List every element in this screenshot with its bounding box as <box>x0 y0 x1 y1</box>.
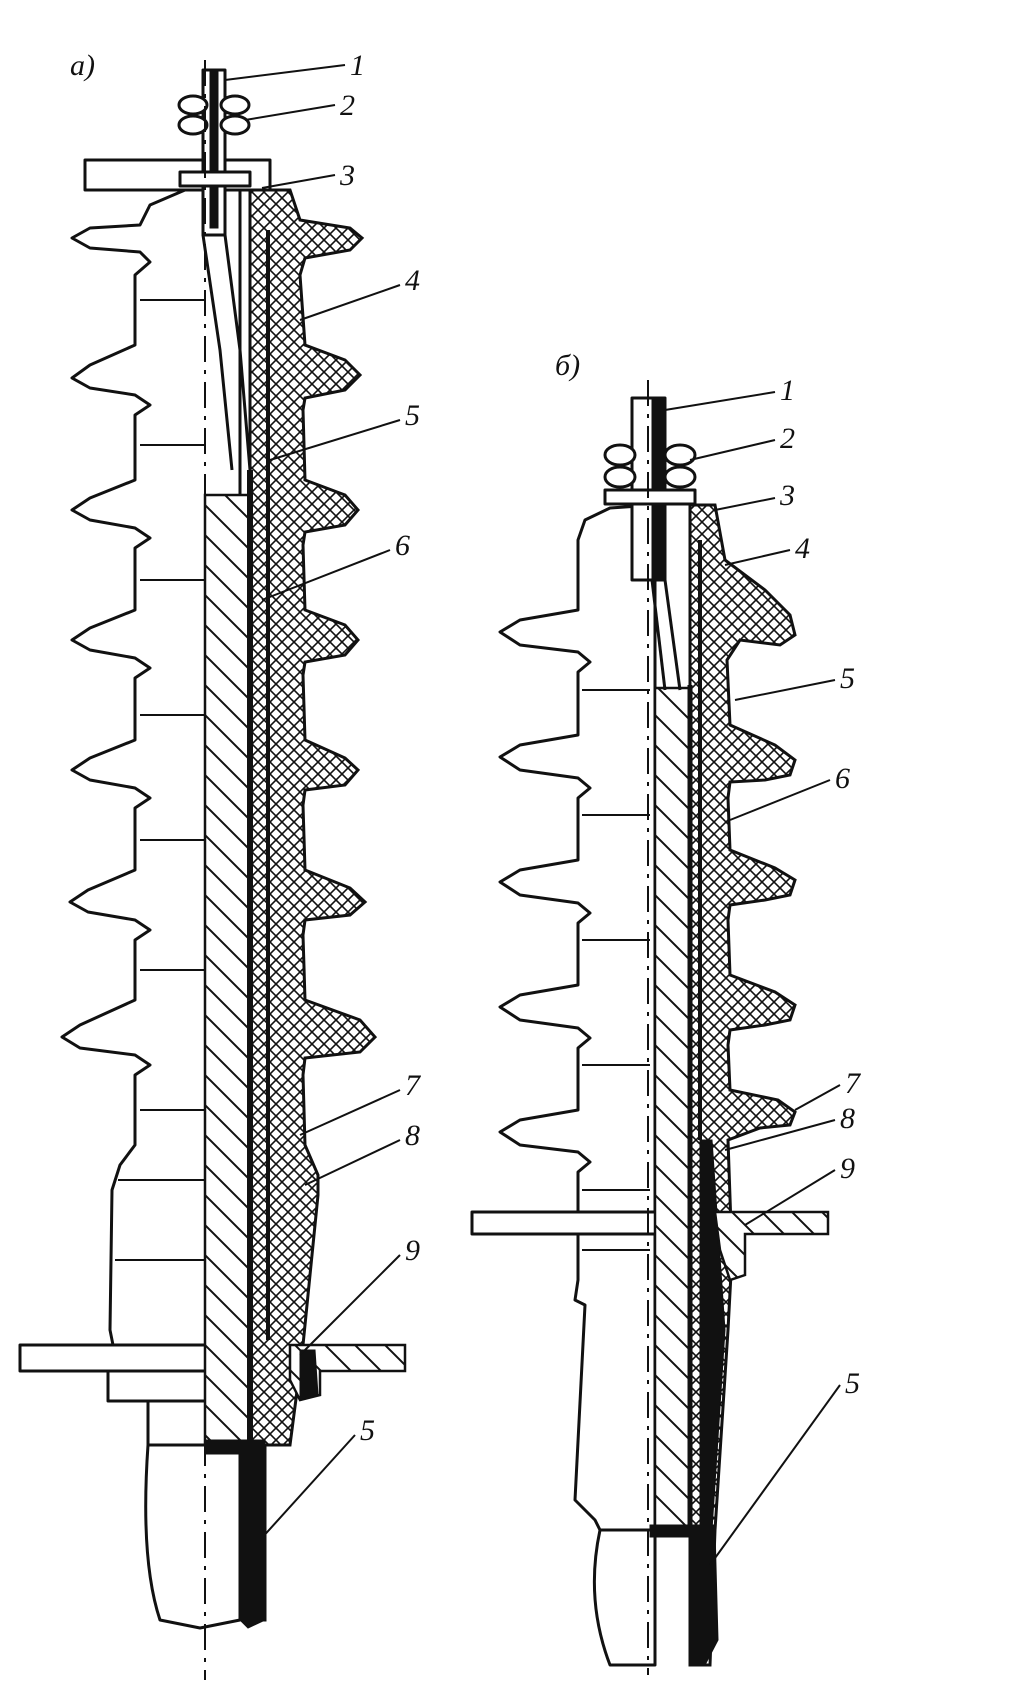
panel-a-callout-1: 1 <box>350 49 365 82</box>
panel-a-callouts: 1 2 3 4 5 6 7 8 9 5 <box>339 49 422 1447</box>
panel-b-porcelain-outline <box>498 503 657 1532</box>
panel-a-label: а) <box>70 49 95 82</box>
panel-a-callout-7: 7 <box>405 1069 422 1102</box>
panel-b-bottom-cap <box>592 1528 657 1667</box>
panel-b-callout-6: 6 <box>835 762 850 795</box>
panel-b-conductor-section <box>653 686 692 1532</box>
panel-b-lower-seal <box>699 1139 726 1531</box>
panel-b-callout-8: 8 <box>840 1102 855 1135</box>
panel-a-flange-right <box>288 1343 407 1402</box>
panel-a-rib-lines <box>115 299 205 1261</box>
panel-a: а) 1 2 3 4 5 6 7 8 9 5 <box>18 49 422 1680</box>
panel-a-callout-6: 6 <box>395 529 410 562</box>
panel-a-leaders <box>224 64 401 1541</box>
panel-a-nuts <box>177 94 252 188</box>
panel-b-gasket <box>649 1524 716 1538</box>
panel-b-flange-right <box>713 1210 830 1282</box>
panel-a-conductor-section <box>203 493 252 1447</box>
panel-b-label: б) <box>555 349 580 382</box>
panel-b-callout-9: 9 <box>840 1152 855 1185</box>
panel-b-callout-2: 2 <box>780 422 795 455</box>
panel-a-callout-9: 9 <box>405 1234 420 1267</box>
panel-b: б) 1 2 3 4 5 6 7 8 9 5 <box>470 349 862 1675</box>
panel-b-callout-7: 7 <box>845 1067 862 1100</box>
panel-a-insulation-section <box>248 188 378 1622</box>
panel-a-callout-3: 3 <box>339 159 355 192</box>
panel-b-bottom-seal <box>689 1529 719 1666</box>
panel-b-callout-3: 3 <box>779 479 795 512</box>
panel-a-callout-8: 8 <box>405 1119 420 1152</box>
panel-a-bottom-cap <box>144 1443 242 1630</box>
panel-b-flange-left <box>470 1210 659 1236</box>
panel-b-callout-5b: 5 <box>845 1367 860 1400</box>
panel-a-bottom-seal <box>239 1444 266 1629</box>
panel-b-callout-1: 1 <box>780 374 795 407</box>
panel-b-callout-5: 5 <box>840 662 855 695</box>
panel-a-callout-4: 4 <box>405 264 420 297</box>
panel-a-porcelain-outline <box>60 183 242 1447</box>
panel-b-nuts <box>603 443 697 506</box>
panel-a-callout-2: 2 <box>340 89 355 122</box>
panel-a-callout-5: 5 <box>405 399 420 432</box>
panel-b-callouts: 1 2 3 4 5 6 7 8 9 5 <box>779 374 862 1400</box>
panel-b-leaders <box>664 391 841 1566</box>
panel-a-gasket <box>204 1439 266 1455</box>
panel-a-callout-5b: 5 <box>360 1414 375 1447</box>
panel-b-callout-4: 4 <box>795 532 810 565</box>
panel-b-rib-lines <box>582 689 650 1251</box>
